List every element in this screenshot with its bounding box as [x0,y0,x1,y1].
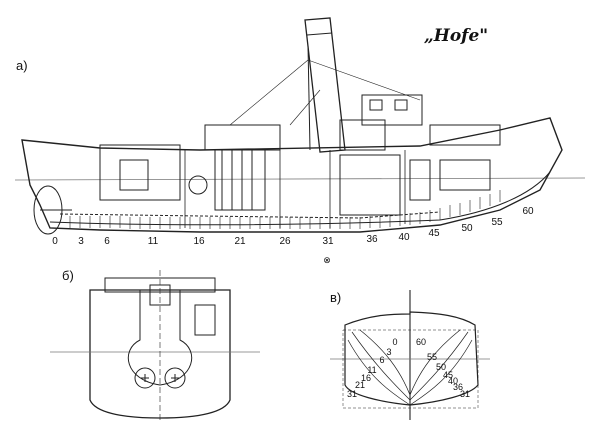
station-label: 3 [386,347,392,357]
stairs [409,159,431,201]
station-label: 0 [392,337,398,347]
stay [307,59,421,101]
aft-cabin-window [119,159,149,191]
station-label: 45 [442,370,454,380]
funnel-band [306,32,333,36]
station-label: 16 [360,373,372,383]
funnel [304,17,346,153]
frame-number: 21 [234,236,246,247]
frame-number: 11 [147,236,159,247]
bulkheads [184,150,406,228]
stay [289,89,321,126]
station-label: 60 [415,337,427,347]
label-body-plan: в) [330,290,342,305]
frame-number: 40 [398,232,410,243]
station-label: 21 [354,380,366,390]
frame-number: 45 [428,228,440,239]
frame-number: 60 [522,206,534,217]
frame-number: 31 [322,236,334,247]
frame-number: 26 [279,236,291,247]
wheelhouse [361,94,423,126]
forward-house [429,124,501,146]
frame-number: 6 [104,236,110,247]
frame-number: 0 [52,236,58,247]
mast [307,44,311,151]
station-label: 11 [367,365,377,375]
frame-number: 36 [366,234,378,245]
wheelhouse-window [369,99,383,111]
steam-engine [188,149,266,211]
body-plan [330,290,490,420]
station-label: 50 [435,362,447,372]
ship-name-title: „Hofe" [424,26,489,46]
wheelhouse-window [394,99,408,111]
frame-number: 3 [78,236,84,247]
station-label: 6 [379,355,385,365]
stay [229,59,309,126]
midship-section [50,270,260,420]
forward-cabin [439,159,491,191]
aft-cabin [99,144,181,201]
inner-bottom [49,171,551,226]
label-side-view: а) [16,58,28,73]
frame-number: 16 [193,236,205,247]
frame-number: 50 [461,223,473,234]
midship-symbol: ⊗ [323,255,331,265]
frames [69,190,501,229]
frame-number: 55 [491,217,503,228]
station-label: 36 [452,382,464,392]
station-label: 31 [346,389,358,399]
label-section-view: б) [62,268,74,283]
station-label: 55 [426,352,438,362]
hull-outline [21,117,563,233]
station-label: 40 [447,376,459,386]
station-label: 31 [459,389,471,399]
engine-casing [204,124,281,151]
boiler [339,154,401,216]
